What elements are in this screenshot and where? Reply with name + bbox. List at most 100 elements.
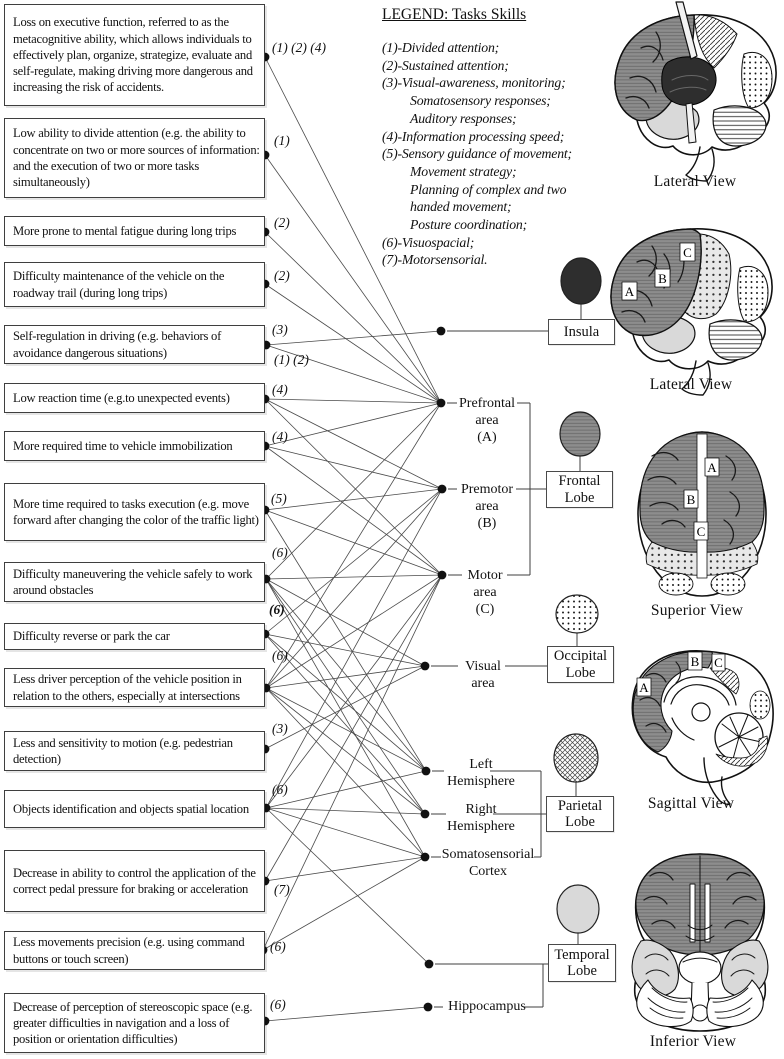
area-label-line: Motor [467, 568, 503, 583]
skill-label-2: (1) [274, 133, 290, 148]
region-chips-superior: A B C [683, 457, 720, 541]
deficit-box-6: Low reaction time (e.g.to unexpected eve… [4, 383, 265, 413]
area-label-line: area [475, 413, 499, 428]
lobe-box-line: Occipital [553, 648, 608, 664]
skill-label-14: (7) [274, 882, 290, 897]
edge-13-premotor [265, 488, 443, 809]
occipital-swatch [555, 594, 599, 634]
skill-label-12: (3) [272, 721, 288, 736]
deficit-text: More time required to tasks execution (e… [13, 496, 259, 527]
connector-dot-right_hemisphere [420, 809, 430, 819]
deficit-text: More prone to mental fatigue during long… [13, 223, 237, 238]
legend: LEGEND: Tasks Skills (1)-Divided attenti… [382, 6, 614, 269]
edge-5-prefrontal [265, 344, 442, 404]
edge-10-premotor [264, 488, 443, 635]
connector-dot-left_hemisphere [421, 766, 431, 776]
edge-6-prefrontal [264, 398, 442, 404]
deficit-box-7: More required time to vehicle immobiliza… [4, 431, 265, 461]
skill-label-16: (6) [270, 997, 286, 1012]
edge-9-right_hemisphere [265, 578, 426, 815]
connector-dot-insula [436, 326, 446, 336]
connector-dot-temporal [424, 959, 434, 969]
view-caption-4: Sagittal View [647, 795, 735, 812]
legend-item-11: Posture coordination; [410, 217, 528, 233]
view-caption-5: Inferior View [649, 1033, 737, 1050]
connector-dot-motor [437, 570, 447, 580]
area-label-line: Somatosensorial [441, 847, 535, 862]
legend-item-13: (7)-Motorsensorial. [382, 252, 488, 268]
legend-item-2: (2)-Sustained attention; [382, 57, 509, 73]
area-label-line: (A) [477, 430, 497, 445]
deficit-box-11: Less driver perception of the vehicle po… [4, 668, 265, 707]
region-label-a: A [707, 460, 717, 475]
deficit-box-14: Decrease in ability to control the appli… [4, 850, 265, 912]
insula-swatch [560, 257, 602, 305]
deficit-text: Low reaction time (e.g.to unexpected eve… [13, 390, 230, 405]
edge-3-prefrontal [264, 231, 442, 404]
deficit-box-9: Difficulty maneuvering the vehicle safel… [4, 562, 265, 602]
area-label-line: Left [469, 757, 493, 772]
connector-dot-somatosensorial [420, 852, 430, 862]
skill-label-11: (6) [272, 648, 288, 663]
skill-label-6: (4) [272, 382, 288, 397]
parietal-swatch [553, 733, 599, 783]
deficit-text: Objects identification and objects spati… [13, 801, 249, 816]
region-label-a: A [639, 680, 649, 695]
connector-dot-visual [420, 661, 430, 671]
edge-1-prefrontal [264, 56, 442, 404]
deficit-text: Less and sensitivity to motion (e.g. ped… [13, 735, 233, 766]
area-label-line: area [473, 585, 497, 600]
frontal-swatch-texture [560, 412, 600, 456]
edge-16-hippocampus [264, 1006, 429, 1022]
deficit-text: Loss on executive function, referred to … [13, 15, 253, 95]
legend-item-1: (1)-Divided attention; [382, 40, 500, 55]
legend-item-10: handed movement; [410, 199, 512, 215]
area-label-hippocampus: Hippocampus [448, 998, 526, 1015]
deficit-text: Low ability to divide attention (e.g. th… [13, 126, 260, 190]
region-label-b: B [687, 492, 696, 507]
deficit-text: Less driver perception of the vehicle po… [13, 672, 242, 703]
lobe-box-line: Lobe [567, 963, 597, 979]
deficit-box-10: Difficulty reverse or park the car [4, 623, 265, 650]
lobe-box-line: Lobe [565, 664, 596, 681]
region-chips-sagittal: A B C [636, 651, 726, 697]
edge-5-insula [265, 330, 442, 346]
edge-11-somatosensorial [265, 687, 426, 858]
deficit-box-13: Objects identification and objects spati… [4, 790, 265, 828]
legend-items: (1)-Divided attention; (2)-Sustained atte… [382, 39, 614, 269]
view-caption-2: Lateral View [649, 376, 733, 393]
view-caption-1: Lateral View [653, 173, 737, 190]
region-label-a: A [625, 284, 635, 299]
area-label-line: Hippocampus [448, 999, 526, 1014]
legend-item-4: Somatosensory responses; [410, 93, 551, 109]
legend-item-12: (6)-Visuospacial; [382, 234, 475, 250]
skill-label-9: (6) [272, 545, 288, 560]
area-label-line: area [475, 499, 499, 514]
edge-8-left_hemisphere [264, 509, 427, 772]
deficit-text: Less movements precision (e.g. using com… [13, 935, 245, 966]
brain-sagittal-view-illustration: A B C [631, 650, 774, 806]
skill-label-8: (5) [271, 491, 287, 506]
deficit-text: Decrease of perception of stereoscopic s… [13, 999, 253, 1047]
lobe-box-line: Frontal [558, 473, 601, 489]
edge-13-temporal [265, 807, 430, 965]
deficit-box-8: More time required to tasks execution (e… [4, 483, 265, 541]
region-label-c: C [683, 245, 692, 260]
lobe-box-line: Temporal [554, 946, 610, 963]
deficit-text: Difficulty reverse or park the car [13, 629, 170, 644]
deficit-text: Self-regulation in driving (e.g. behavio… [13, 329, 222, 360]
skill-label-10: (6) [269, 602, 285, 617]
edge-9-prefrontal [265, 402, 442, 580]
edge-11-left_hemisphere [265, 687, 427, 772]
lobe-box-line: Lobe [564, 489, 595, 506]
legend-title: LEGEND: Tasks Skills [382, 6, 527, 23]
